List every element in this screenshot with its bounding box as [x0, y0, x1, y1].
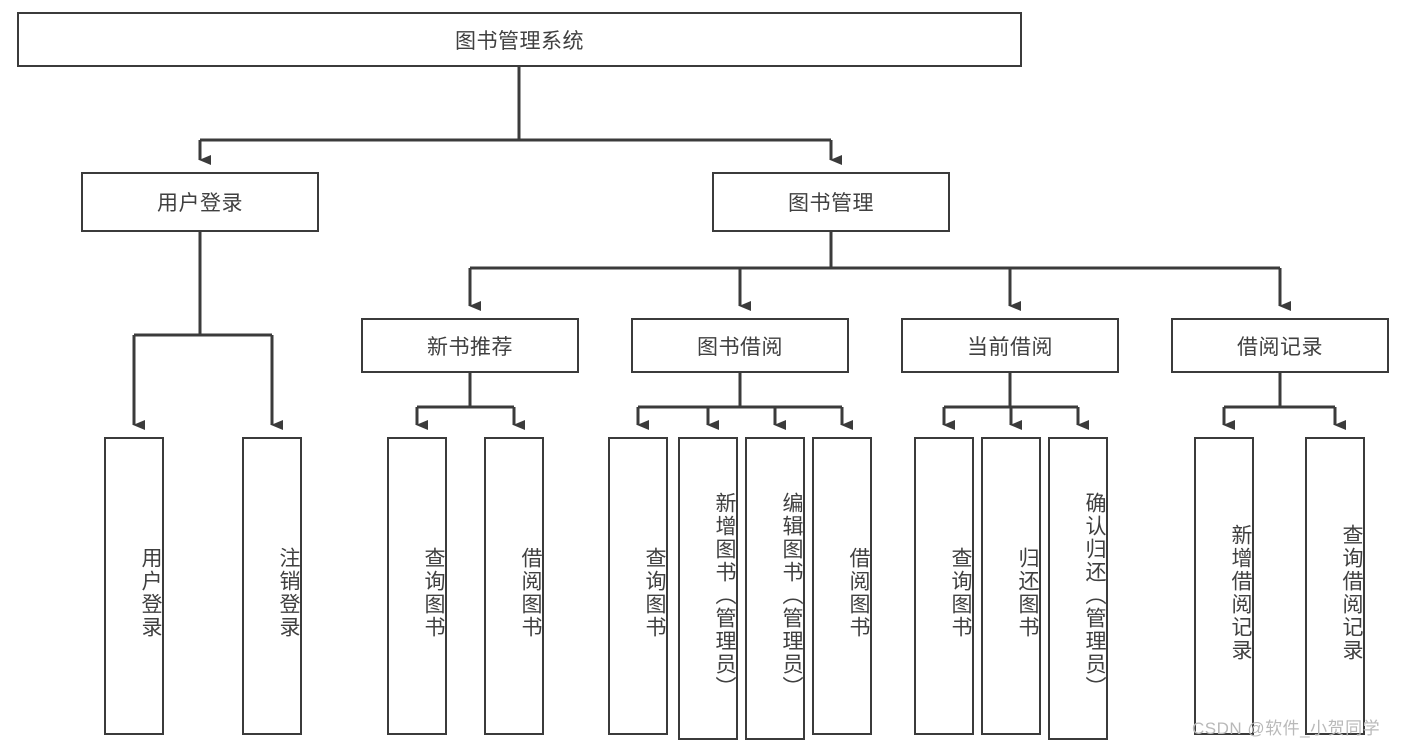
node-leaf-return-book-label: 归还图书 — [1016, 547, 1039, 639]
node-leaf-user-logout[interactable]: 注销登录 — [242, 437, 302, 735]
node-leaf-user-login-label: 用户登录 — [139, 547, 162, 639]
node-leaf-add-borrow-record[interactable]: 新增借阅记录 — [1194, 437, 1254, 735]
node-leaf-borrow-book-recommend[interactable]: 借阅图书 — [484, 437, 544, 735]
node-root-label: 图书管理系统 — [455, 29, 584, 53]
node-leaf-add-book-admin[interactable]: 新增图书（管理员） — [678, 437, 738, 740]
node-leaf-edit-book-admin[interactable]: 编辑图书（管理员） — [745, 437, 805, 740]
node-level2-user-login-label: 用户登录 — [157, 192, 243, 215]
node-leaf-borrow-book-label: 借阅图书 — [847, 547, 870, 639]
watermark: CSDN @软件_小贺同学 — [1192, 719, 1381, 738]
node-leaf-add-borrow-record-label: 新增借阅记录 — [1229, 524, 1252, 662]
node-leaf-query-book-borrow[interactable]: 查询图书 — [608, 437, 668, 735]
node-leaf-confirm-return-admin-label: 确认归还（管理员） — [1083, 492, 1106, 699]
node-level3-new-book-recommend[interactable]: 新书推荐 — [361, 318, 579, 373]
node-level3-book-borrow-label: 图书借阅 — [697, 335, 783, 359]
node-level3-current-borrow-label: 当前借阅 — [967, 335, 1053, 359]
node-level2-user-login[interactable]: 用户登录 — [81, 172, 319, 232]
node-leaf-query-borrow-record[interactable]: 查询借阅记录 — [1305, 437, 1365, 735]
node-level3-current-borrow[interactable]: 当前借阅 — [901, 318, 1119, 373]
node-root[interactable]: 图书管理系统 — [17, 12, 1022, 67]
node-leaf-query-book-current-label: 查询图书 — [949, 547, 972, 639]
node-level3-new-book-recommend-label: 新书推荐 — [427, 335, 513, 359]
node-leaf-borrow-book[interactable]: 借阅图书 — [812, 437, 872, 735]
node-leaf-borrow-book-recommend-label: 借阅图书 — [519, 547, 542, 639]
node-level2-book-management[interactable]: 图书管理 — [712, 172, 950, 232]
node-leaf-edit-book-admin-label: 编辑图书（管理员） — [780, 492, 803, 699]
node-level3-borrow-record-label: 借阅记录 — [1237, 335, 1323, 359]
node-level3-book-borrow[interactable]: 图书借阅 — [631, 318, 849, 373]
node-leaf-return-book[interactable]: 归还图书 — [981, 437, 1041, 735]
node-level3-borrow-record[interactable]: 借阅记录 — [1171, 318, 1389, 373]
node-leaf-user-logout-label: 注销登录 — [277, 547, 300, 639]
node-leaf-confirm-return-admin[interactable]: 确认归还（管理员） — [1048, 437, 1108, 740]
node-level2-book-management-label: 图书管理 — [788, 192, 874, 215]
node-leaf-user-login[interactable]: 用户登录 — [104, 437, 164, 735]
node-leaf-query-book-current[interactable]: 查询图书 — [914, 437, 974, 735]
node-leaf-query-borrow-record-label: 查询借阅记录 — [1340, 524, 1363, 662]
node-leaf-query-book-recommend[interactable]: 查询图书 — [387, 437, 447, 735]
node-leaf-add-book-admin-label: 新增图书（管理员） — [713, 492, 736, 699]
node-leaf-query-book-borrow-label: 查询图书 — [643, 547, 666, 639]
node-leaf-query-book-recommend-label: 查询图书 — [422, 547, 445, 639]
